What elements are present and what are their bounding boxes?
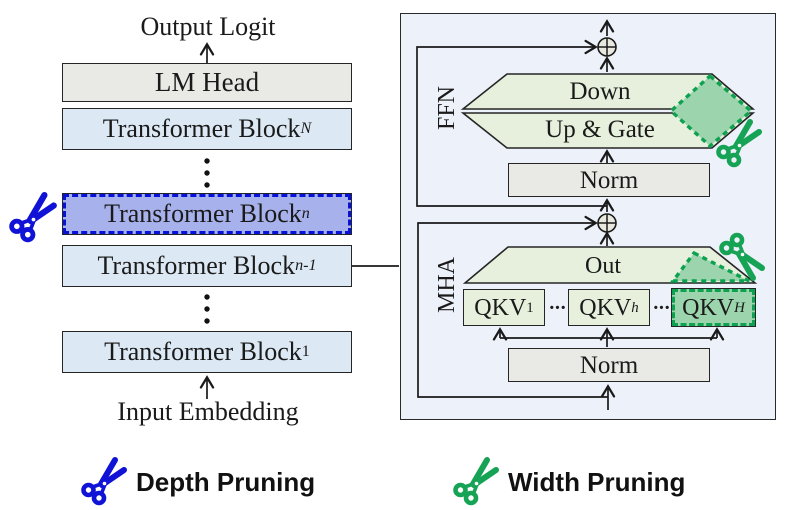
depth-pruning-scissors-icon [12,195,54,240]
ffn-up-gate-label: Up & Gate [545,116,655,143]
lm-head-box: LM Head [62,63,352,102]
vertical-ellipsis-upper [204,158,210,188]
block-n1-label: Transformer Block [97,251,296,280]
legend-depth-scissors-icon [84,460,125,503]
legend-width-pruning-label: Width Pruning [508,467,686,497]
qkv-ellipsis-2: ··· [652,297,670,319]
legend-width-scissors-icon [456,460,497,503]
qkv1-label: QKV [474,294,527,321]
qkvh-label: QKV [579,294,632,321]
legend-depth-pruning-label: Depth Pruning [136,467,316,497]
vertical-ellipsis-lower [204,294,210,324]
block-N-label: Transformer Block [102,114,301,143]
mha-norm-box: Norm [508,348,710,382]
qkv-ellipsis-1: ··· [548,297,566,319]
mha-section-label: MHA [434,257,460,314]
mha-out-label: Out [585,253,621,279]
ffn-norm-box: Norm [508,163,710,197]
block-1-label: Transformer Block [104,337,302,366]
qkvH-label: QKV [682,294,735,321]
mha-norm-label: Norm [579,351,639,379]
lm-head-label: LM Head [154,67,260,97]
ffn-down-label: Down [569,78,631,105]
input-embedding-label: Input Embedding [117,397,299,426]
block-n-label: Transformer Block [104,199,302,228]
output-logit-label: Output Logit [140,12,276,41]
ffn-norm-label: Norm [579,166,639,194]
ffn-section-label: FFN [434,85,460,131]
